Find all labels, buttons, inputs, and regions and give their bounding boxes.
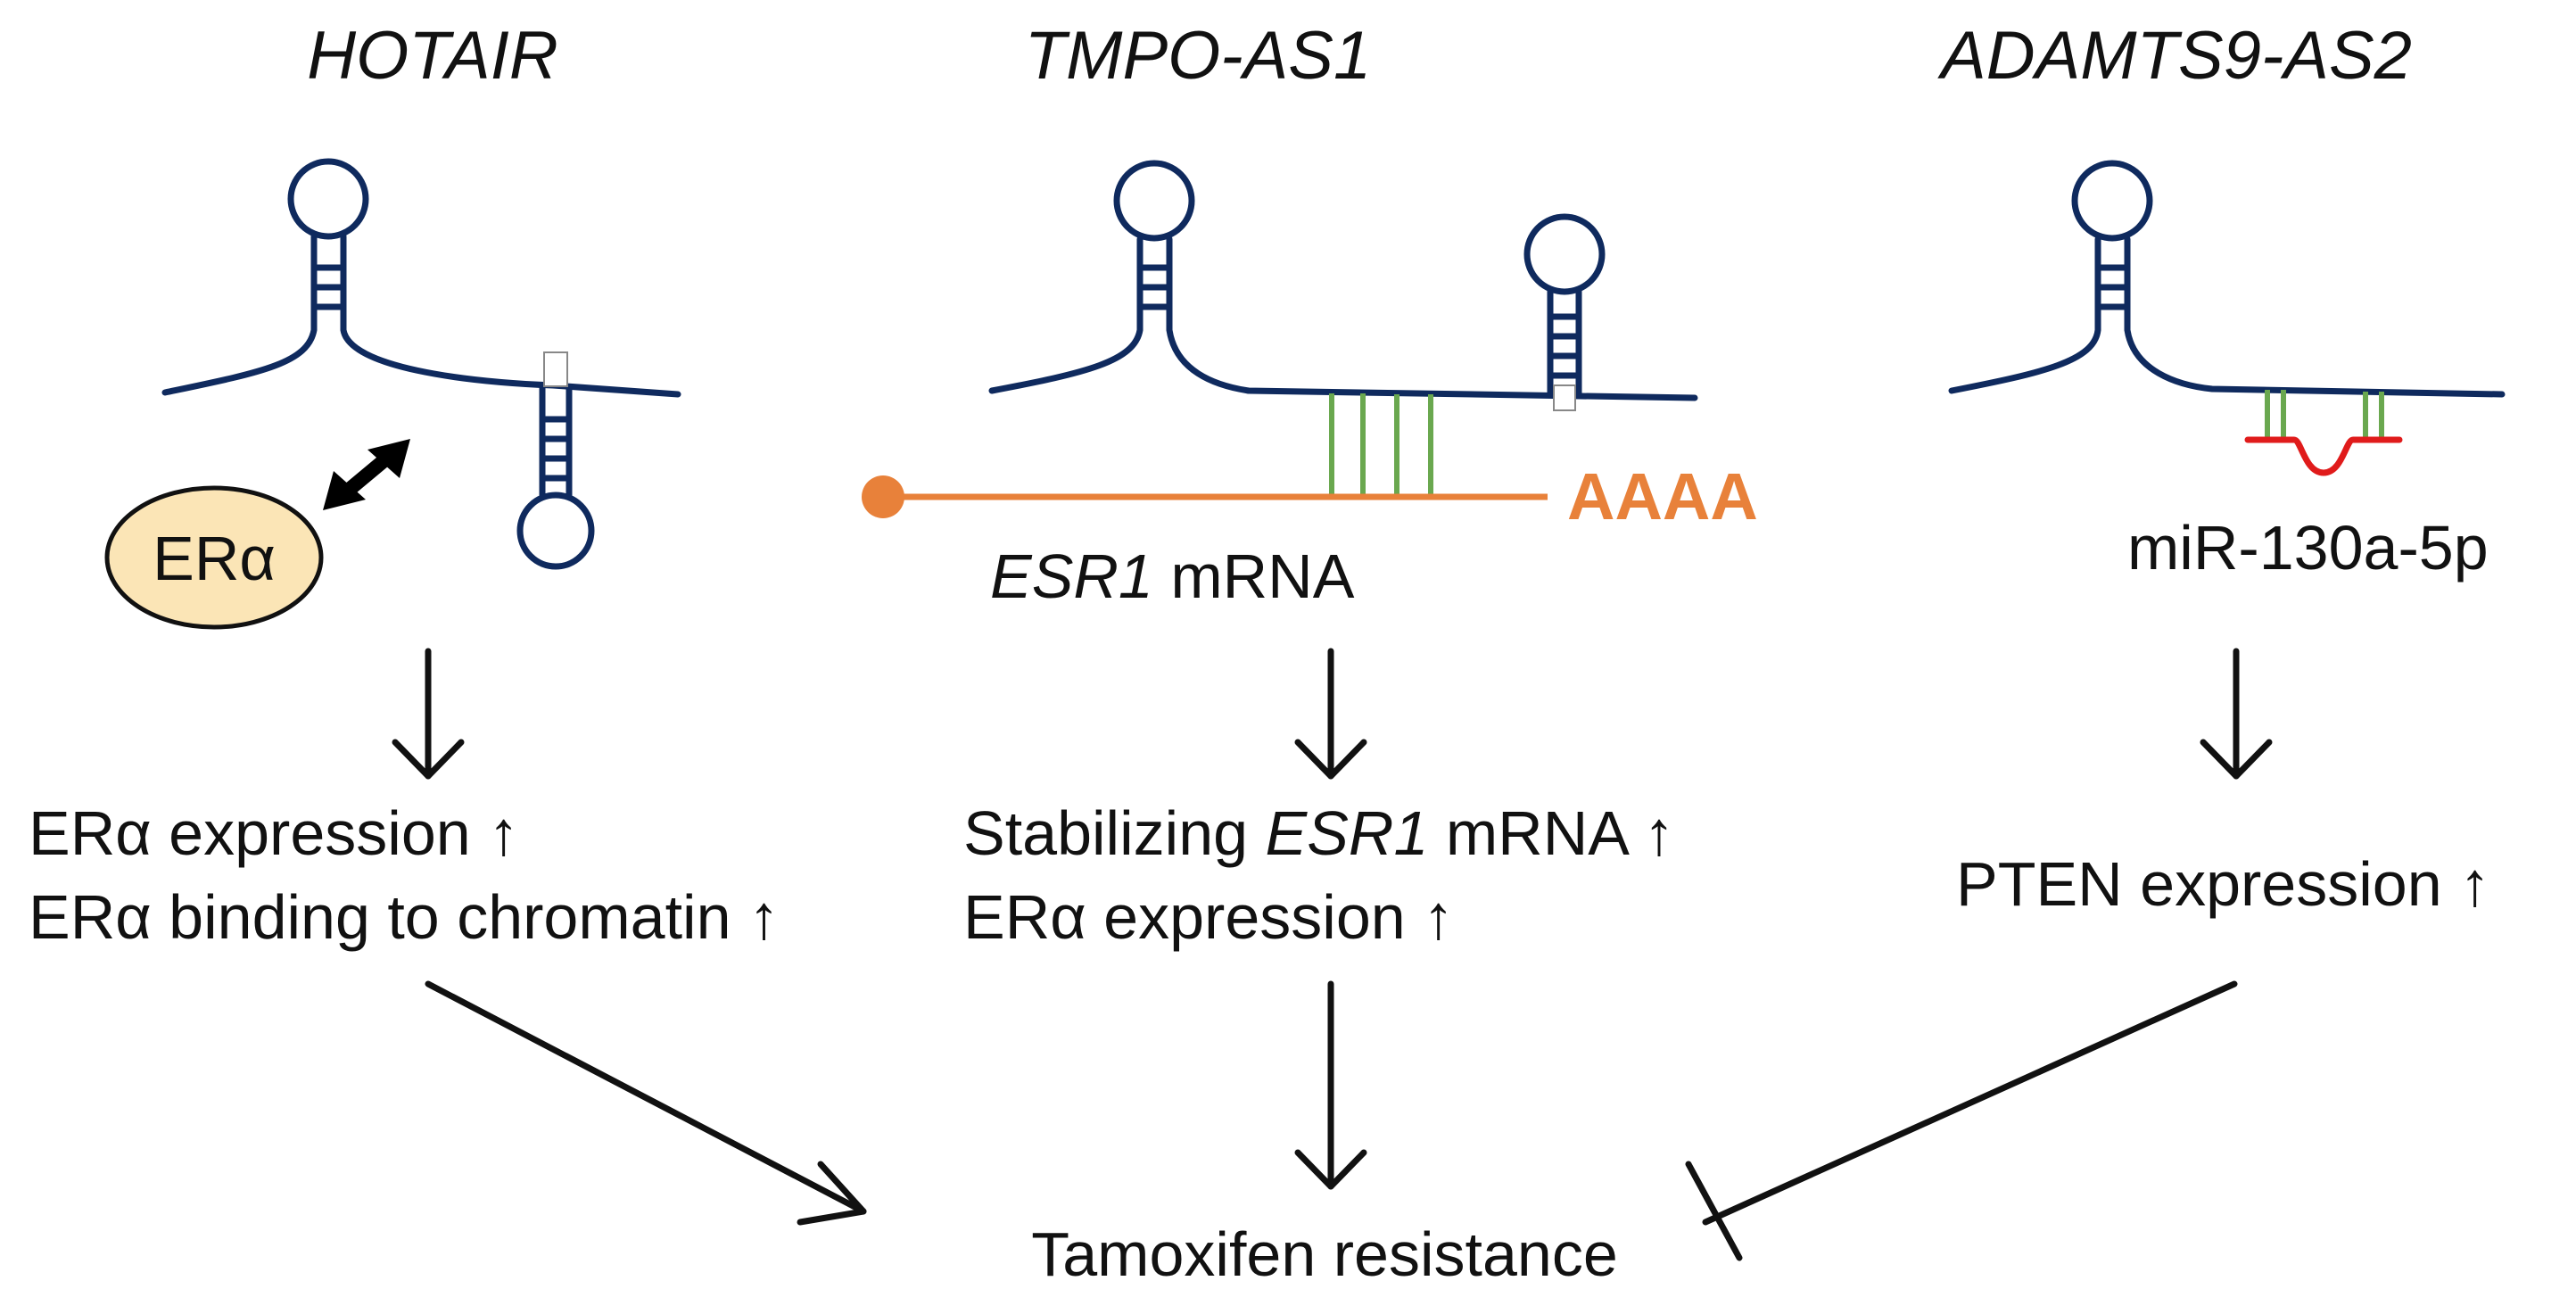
cap-icon <box>862 475 904 518</box>
adamts-effect: PTEN expression ↑ <box>1956 849 2490 919</box>
tmpo-effect-2-text: ERα expression <box>963 882 1406 952</box>
up-arrow-icon: ↑ <box>488 798 519 868</box>
arrow-adamts-down <box>2200 648 2273 780</box>
title-adamts9-as2: ADAMTS9-AS2 <box>1937 18 2412 94</box>
adamts9-as2-lncrna-structure <box>1948 160 2506 398</box>
hotair-effect-2: ERα binding to chromatin ↑ <box>29 882 780 952</box>
title-tmpo-as1: TMPO-AS1 <box>1025 18 1372 94</box>
adamts-effect-text: PTEN expression <box>1956 849 2442 919</box>
tmpo-base-pairing <box>1329 393 1433 495</box>
hotair-effect-1: ERα expression ↑ <box>29 798 519 868</box>
tmpo-effect-1-gene: ESR1 <box>1266 798 1429 868</box>
hotair-effect-1-text: ERα expression <box>29 798 471 868</box>
mirna-strand <box>2244 436 2403 476</box>
hotair-effect-2-text: ERα binding to chromatin <box>29 882 731 952</box>
tmpo-effect-2: ERα expression ↑ <box>963 882 1454 952</box>
arrow-tmpo-down <box>1294 648 1367 780</box>
title-hotair: HOTAIR <box>307 18 557 94</box>
tmpo-effect-1-post: mRNA <box>1428 798 1630 868</box>
tmpo-effect-1-pre: Stabilizing <box>963 798 1266 868</box>
arrow-tmpo-to-resistance <box>1294 980 1367 1190</box>
arrow-hotair-down <box>392 648 465 780</box>
esr1-gene-name: ESR1 <box>990 541 1153 611</box>
tmpo-effect-1: Stabilizing ESR1 mRNA ↑ <box>963 798 1675 868</box>
outcome-tamoxifen-resistance: Tamoxifen resistance <box>1031 1219 1618 1289</box>
up-arrow-icon: ↑ <box>1423 882 1454 952</box>
hotair-lncrna-structure <box>161 158 681 570</box>
double-headed-arrow-icon <box>323 439 410 510</box>
er-alpha-label: ERα <box>153 524 276 593</box>
esr1-mrna-label: ESR1 mRNA <box>990 541 1355 611</box>
tmpo-as1-lncrna-structure <box>988 160 1698 411</box>
up-arrow-icon: ↑ <box>2459 849 2490 919</box>
up-arrow-icon: ↑ <box>1644 798 1675 868</box>
mirna-label: miR-130a-5p <box>2127 513 2489 583</box>
adamts-base-pairing <box>2265 390 2384 439</box>
er-alpha-protein: ERα <box>104 485 324 630</box>
polya-tail: AAAA <box>1567 459 1758 533</box>
mrna-suffix: mRNA <box>1153 541 1355 611</box>
arrow-hotair-to-resistance <box>425 980 867 1226</box>
esr1-mrna: AAAA <box>862 459 1758 533</box>
up-arrow-icon: ↑ <box>748 882 780 952</box>
inhibition-adamts-to-resistance <box>1685 980 2238 1261</box>
